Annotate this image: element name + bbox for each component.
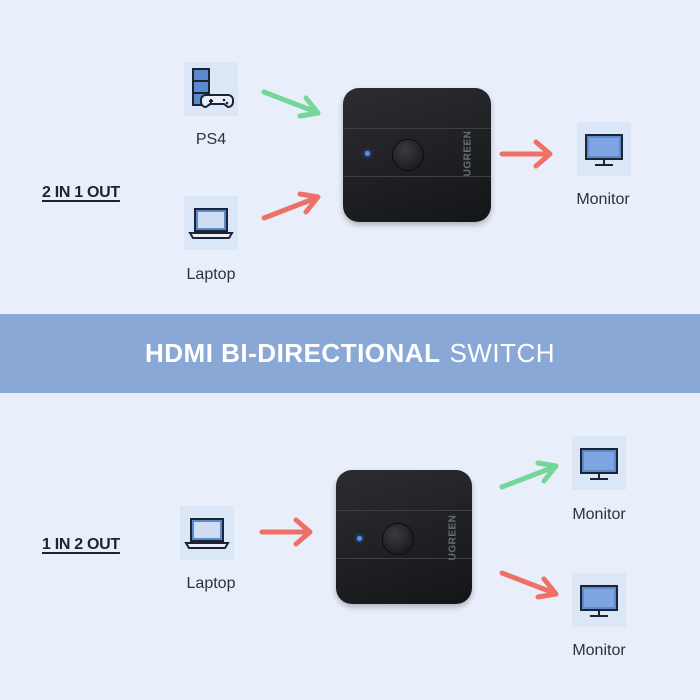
led-indicator [365,151,370,156]
red-arrow-icon [261,191,321,221]
red-arrow-icon [499,139,553,169]
banner-title-bold: HDMI BI-DIRECTIONAL [144,338,441,368]
monitor-label: Monitor [576,191,630,208]
hdmi-switch-device: UGREEN [336,470,472,604]
monitor-label: Monitor [572,506,626,523]
brand-logo: UGREEN [462,130,474,177]
red-arrow-icon [499,570,559,600]
led-indicator [357,536,362,541]
laptop-icon [180,506,234,560]
mode-label-1-in-2-out: 1 IN 2 OUT [42,536,120,553]
monitor-icon [572,436,626,490]
monitor-icon [572,573,626,627]
panel-2-in-1-out: PS4 Laptop 2 IN 1 OUT UGREEN [0,0,700,314]
red-arrow-icon [259,517,313,547]
monitor-label: Monitor [572,642,626,659]
ps4-console-icon [184,62,238,116]
mode-label-2-in-1-out: 2 IN 1 OUT [42,184,120,201]
green-arrow-icon [499,460,559,490]
brand-logo: UGREEN [447,514,459,561]
switch-button [393,140,423,170]
banner-title: HDMI BI-DIRECTIONAL SWITCH [0,314,700,393]
ps4-label: PS4 [195,131,227,148]
green-arrow-icon [261,89,321,119]
laptop-label: Laptop [186,575,236,592]
hdmi-switch-device: UGREEN [343,88,491,222]
monitor-icon [577,122,631,176]
laptop-icon [184,196,238,250]
switch-button [383,524,413,554]
panel-1-in-2-out: 1 IN 2 OUT Laptop UGREEN [0,393,700,700]
laptop-label: Laptop [186,266,236,283]
banner-title-light: SWITCH [449,338,556,368]
